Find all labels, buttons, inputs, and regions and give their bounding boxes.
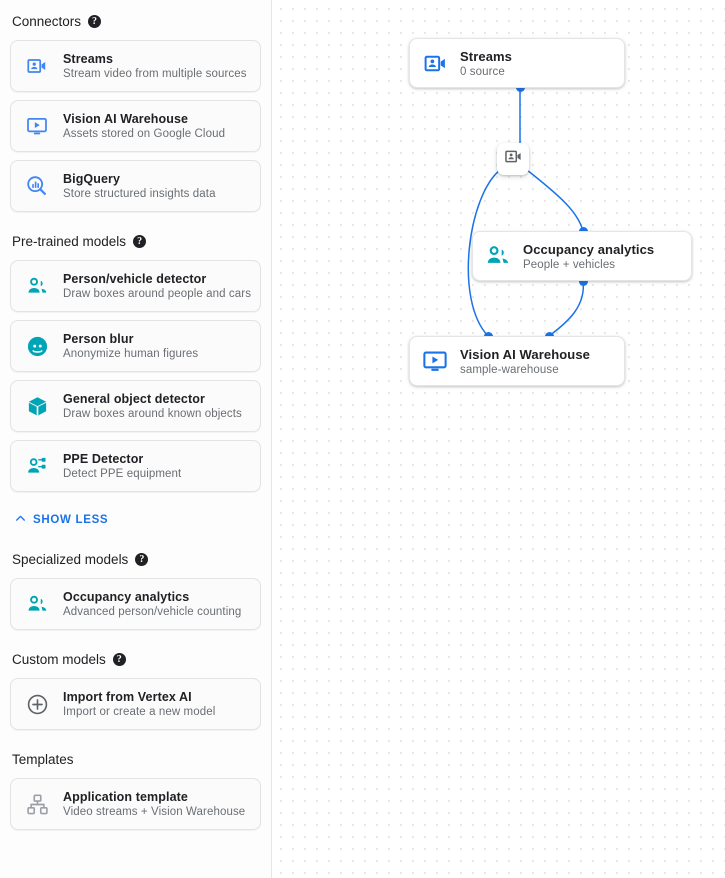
cube-icon <box>11 395 63 418</box>
card-title: Occupancy analytics <box>63 590 190 604</box>
help-icon[interactable]: ? <box>112 652 126 666</box>
sidebar-card-import-from-vertex-ai[interactable]: Import from Vertex AI Import or create a… <box>10 678 261 730</box>
sidebar-card-bigquery[interactable]: BigQuery Store structured insights data <box>10 160 261 212</box>
hierarchy-icon <box>11 793 63 816</box>
video-camera-person-icon <box>410 51 460 76</box>
card-subtitle: Stream video from multiple sources <box>63 68 247 80</box>
plus-circle-icon <box>11 693 63 716</box>
card-title: Vision AI Warehouse <box>63 112 189 126</box>
port-occupancy-output[interactable] <box>578 276 588 286</box>
help-icon[interactable]: ? <box>135 552 149 566</box>
sidebar-card-ppe-detector[interactable]: PPE Detector Detect PPE equipment <box>10 440 261 492</box>
node-title: Streams <box>460 48 513 64</box>
chevron-up-icon <box>14 512 27 528</box>
card-subtitle: Store structured insights data <box>63 188 216 200</box>
person-nodes-icon <box>11 455 63 478</box>
section-header-templates: Templates <box>10 748 261 770</box>
card-subtitle: Advanced person/vehicle counting <box>63 606 242 618</box>
graph-node-vision-ai-warehouse[interactable]: Vision AI Warehouse sample-warehouse <box>409 336 625 386</box>
card-title: General object detector <box>63 392 205 406</box>
section-title: Custom models <box>12 651 106 667</box>
edge-badge-to-occupancy <box>526 169 584 232</box>
graph-canvas[interactable]: Streams 0 source <box>272 0 725 878</box>
card-title: Streams <box>63 52 114 66</box>
sidebar-card-application-template[interactable]: Application template Video streams + Vis… <box>10 778 261 830</box>
component-sidebar: Connectors ? Streams Stream video from m… <box>0 0 272 878</box>
face-blur-icon <box>11 335 63 358</box>
graph-node-streams[interactable]: Streams 0 source <box>409 38 625 88</box>
section-header-specialized-models: Specialized models ? <box>10 548 261 570</box>
edge-occupancy-to-warehouse <box>548 280 584 337</box>
card-subtitle: Import or create a new model <box>63 706 216 718</box>
card-subtitle: Video streams + Vision Warehouse <box>63 806 246 818</box>
two-people-icon <box>11 275 63 298</box>
show-less-label: SHOW LESS <box>33 514 109 526</box>
sidebar-card-person-vehicle-detector[interactable]: Person/vehicle detector Draw boxes aroun… <box>10 260 261 312</box>
help-icon[interactable]: ? <box>133 234 147 248</box>
sidebar-card-person-blur[interactable]: Person blur Anonymize human figures <box>10 320 261 372</box>
show-less-button[interactable]: SHOW LESS <box>10 510 261 530</box>
monitor-play-icon <box>11 115 63 137</box>
sidebar-card-occupancy-analytics[interactable]: Occupancy analytics Advanced person/vehi… <box>10 578 261 630</box>
help-icon[interactable]: ? <box>88 14 102 28</box>
section-title: Specialized models <box>12 551 129 567</box>
card-subtitle: Draw boxes around people and cars <box>63 288 252 300</box>
card-title: Person/vehicle detector <box>63 272 207 286</box>
graph-node-occupancy-analytics[interactable]: Occupancy analytics People + vehicles <box>472 231 692 281</box>
card-title: PPE Detector <box>63 452 144 466</box>
node-title: Occupancy analytics <box>523 241 655 257</box>
section-title: Templates <box>12 751 74 767</box>
card-subtitle: Draw boxes around known objects <box>63 408 242 420</box>
section-header-pre-trained-models: Pre-trained models ? <box>10 230 261 252</box>
video-camera-person-icon <box>504 147 523 171</box>
edge-badge-to-warehouse <box>467 169 501 337</box>
monitor-play-icon <box>410 348 460 374</box>
node-subtitle: People + vehicles <box>523 258 616 271</box>
node-title: Vision AI Warehouse <box>460 346 591 362</box>
card-title: Import from Vertex AI <box>63 690 192 704</box>
node-subtitle: sample-warehouse <box>460 363 559 376</box>
two-people-icon <box>473 243 523 269</box>
node-subtitle: 0 source <box>460 65 505 78</box>
sidebar-card-vision-ai-warehouse[interactable]: Vision AI Warehouse Assets stored on Goo… <box>10 100 261 152</box>
section-header-connectors: Connectors ? <box>10 10 261 32</box>
card-title: BigQuery <box>63 172 121 186</box>
video-camera-person-icon <box>11 55 63 77</box>
bigquery-search-chart-icon <box>11 175 63 197</box>
graph-badge-stream[interactable] <box>497 143 529 175</box>
sidebar-card-streams[interactable]: Streams Stream video from multiple sourc… <box>10 40 261 92</box>
section-title: Pre-trained models <box>12 233 127 249</box>
card-title: Person blur <box>63 332 134 346</box>
card-subtitle: Assets stored on Google Cloud <box>63 128 226 140</box>
sidebar-card-general-object-detector[interactable]: General object detector Draw boxes aroun… <box>10 380 261 432</box>
section-title: Connectors <box>12 13 82 29</box>
card-subtitle: Anonymize human figures <box>63 348 199 360</box>
card-subtitle: Detect PPE equipment <box>63 468 182 480</box>
graph-edges <box>467 88 584 337</box>
card-title: Application template <box>63 790 188 804</box>
section-header-custom-models: Custom models ? <box>10 648 261 670</box>
two-people-icon <box>11 593 63 616</box>
